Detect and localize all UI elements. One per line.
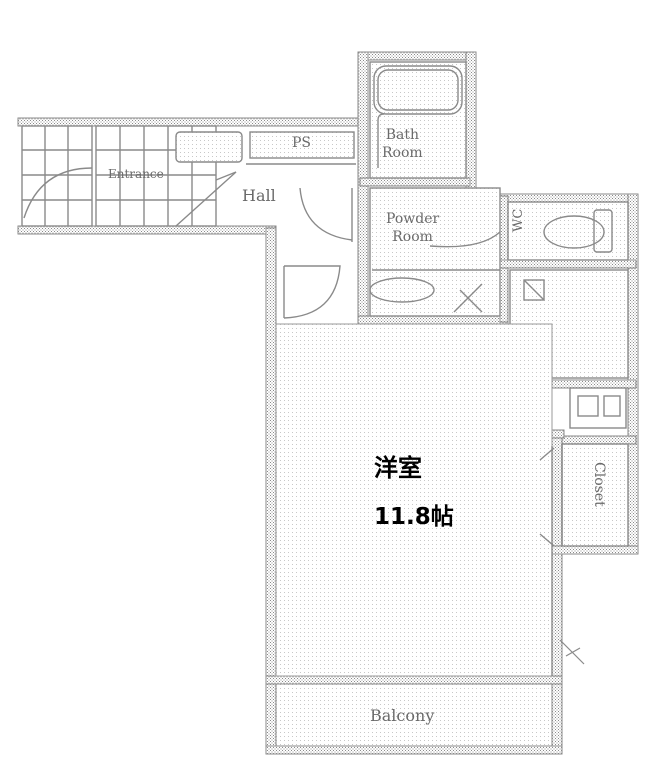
wc-label: WC	[511, 208, 526, 232]
main-room-floor	[276, 324, 552, 676]
hall-fixtures	[175, 131, 356, 319]
entrance-tiles	[21, 125, 237, 227]
hall-label: Hall	[242, 186, 276, 205]
closet	[539, 443, 629, 547]
closet-label: Closet	[591, 462, 607, 507]
room-name: 洋室	[374, 454, 422, 482]
entrance-label: Entrance	[108, 167, 164, 181]
balcony	[275, 683, 553, 747]
room-size: 11.8帖	[374, 504, 454, 530]
balcony-label: Balcony	[370, 706, 435, 725]
powder-room	[369, 187, 501, 317]
bath-room	[369, 61, 467, 179]
bath-room-label: Bath Room	[382, 127, 423, 161]
balcony-door-swing	[559, 639, 585, 665]
powder-room-label: Powder Room	[386, 211, 440, 245]
ps-label: PS	[292, 135, 312, 151]
